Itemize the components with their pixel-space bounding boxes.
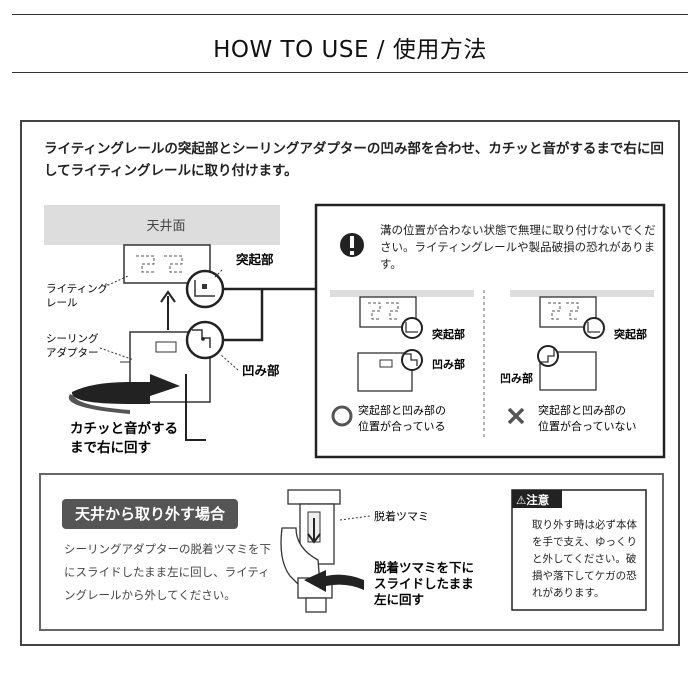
- ceiling-surface: [44, 205, 280, 245]
- main-panel: [20, 120, 680, 646]
- bad-protrusion-label: 突起部: [614, 327, 647, 341]
- page-title: HOW TO USE / 使用方法: [213, 37, 487, 63]
- caution-box: [511, 489, 647, 611]
- bad-caption-line1: 突起部と凹み部の: [538, 403, 626, 417]
- good-caption-line1: 突起部と凹み部の: [358, 403, 446, 417]
- rail-label-line1: ライティング: [46, 282, 109, 295]
- caution-body: 取り外す時は必ず本体を手で支え、ゆっくりと外してください。破損や落下してケガの恐…: [532, 519, 637, 599]
- instruction-bracket: [185, 374, 206, 441]
- connector-line-bottom: [223, 289, 264, 342]
- good-ceiling: [330, 290, 474, 297]
- bad-cross-symbol: [507, 407, 525, 425]
- removal-body: シーリングアダプターの脱着ツマミを下にスライドしたまま左に回し、ライティングレー…: [64, 542, 271, 602]
- title-divider: [12, 72, 688, 73]
- good-protrusion-label: 突起部: [432, 327, 465, 341]
- knob-label: 脱着ツマミ: [374, 509, 429, 523]
- install-instruction-line2: まで右に回す: [70, 439, 151, 456]
- rotate-left-arrow: [304, 570, 364, 592]
- adapter-label-line1: シーリング: [46, 332, 99, 345]
- rail-groove: [136, 255, 183, 273]
- good-caption-line2: 位置が合っている: [358, 419, 445, 433]
- bad-ceiling: [510, 290, 654, 297]
- install-intro: ライティングレールの突起部とシーリングアダプターの凹み部を合わせ、カチッと音がす…: [44, 141, 664, 179]
- warning-text: 溝の位置が合わない状態で無理に取り付けないでください。ライティングレールや製品破…: [380, 223, 656, 271]
- good-circle-symbol: [331, 405, 353, 427]
- slide-down-arrow: [307, 518, 321, 544]
- bad-recess-label: 凹み部: [500, 371, 533, 385]
- good-recess-label: 凹み部: [432, 357, 465, 371]
- removal-instruction-line3: 左に回す: [373, 592, 424, 607]
- recess-label: 凹み部: [242, 363, 280, 378]
- recess-circle: [185, 320, 225, 360]
- top-divider: [12, 14, 688, 15]
- protrusion-label: 突起部: [236, 252, 274, 267]
- rail-label-line2: レール: [46, 297, 78, 309]
- caution-title-bg: [512, 490, 562, 508]
- adapter-label-line2: アダプター: [46, 346, 99, 359]
- bad-caption-line2: 位置が合っていない: [538, 419, 636, 433]
- warning-box: [314, 203, 666, 459]
- removal-instruction-line1: 脱着ツマミを下に: [374, 560, 474, 575]
- install-instruction-line1: カチッと音がする: [70, 420, 178, 437]
- removal-instruction-line2: スライドしたまま: [374, 576, 474, 591]
- rotate-right-arrow: [71, 374, 180, 404]
- caution-title: ⚠注意: [516, 493, 550, 507]
- removal-title: 天井から取り外す場合: [62, 499, 238, 529]
- ceiling-label: 天井面: [146, 219, 185, 234]
